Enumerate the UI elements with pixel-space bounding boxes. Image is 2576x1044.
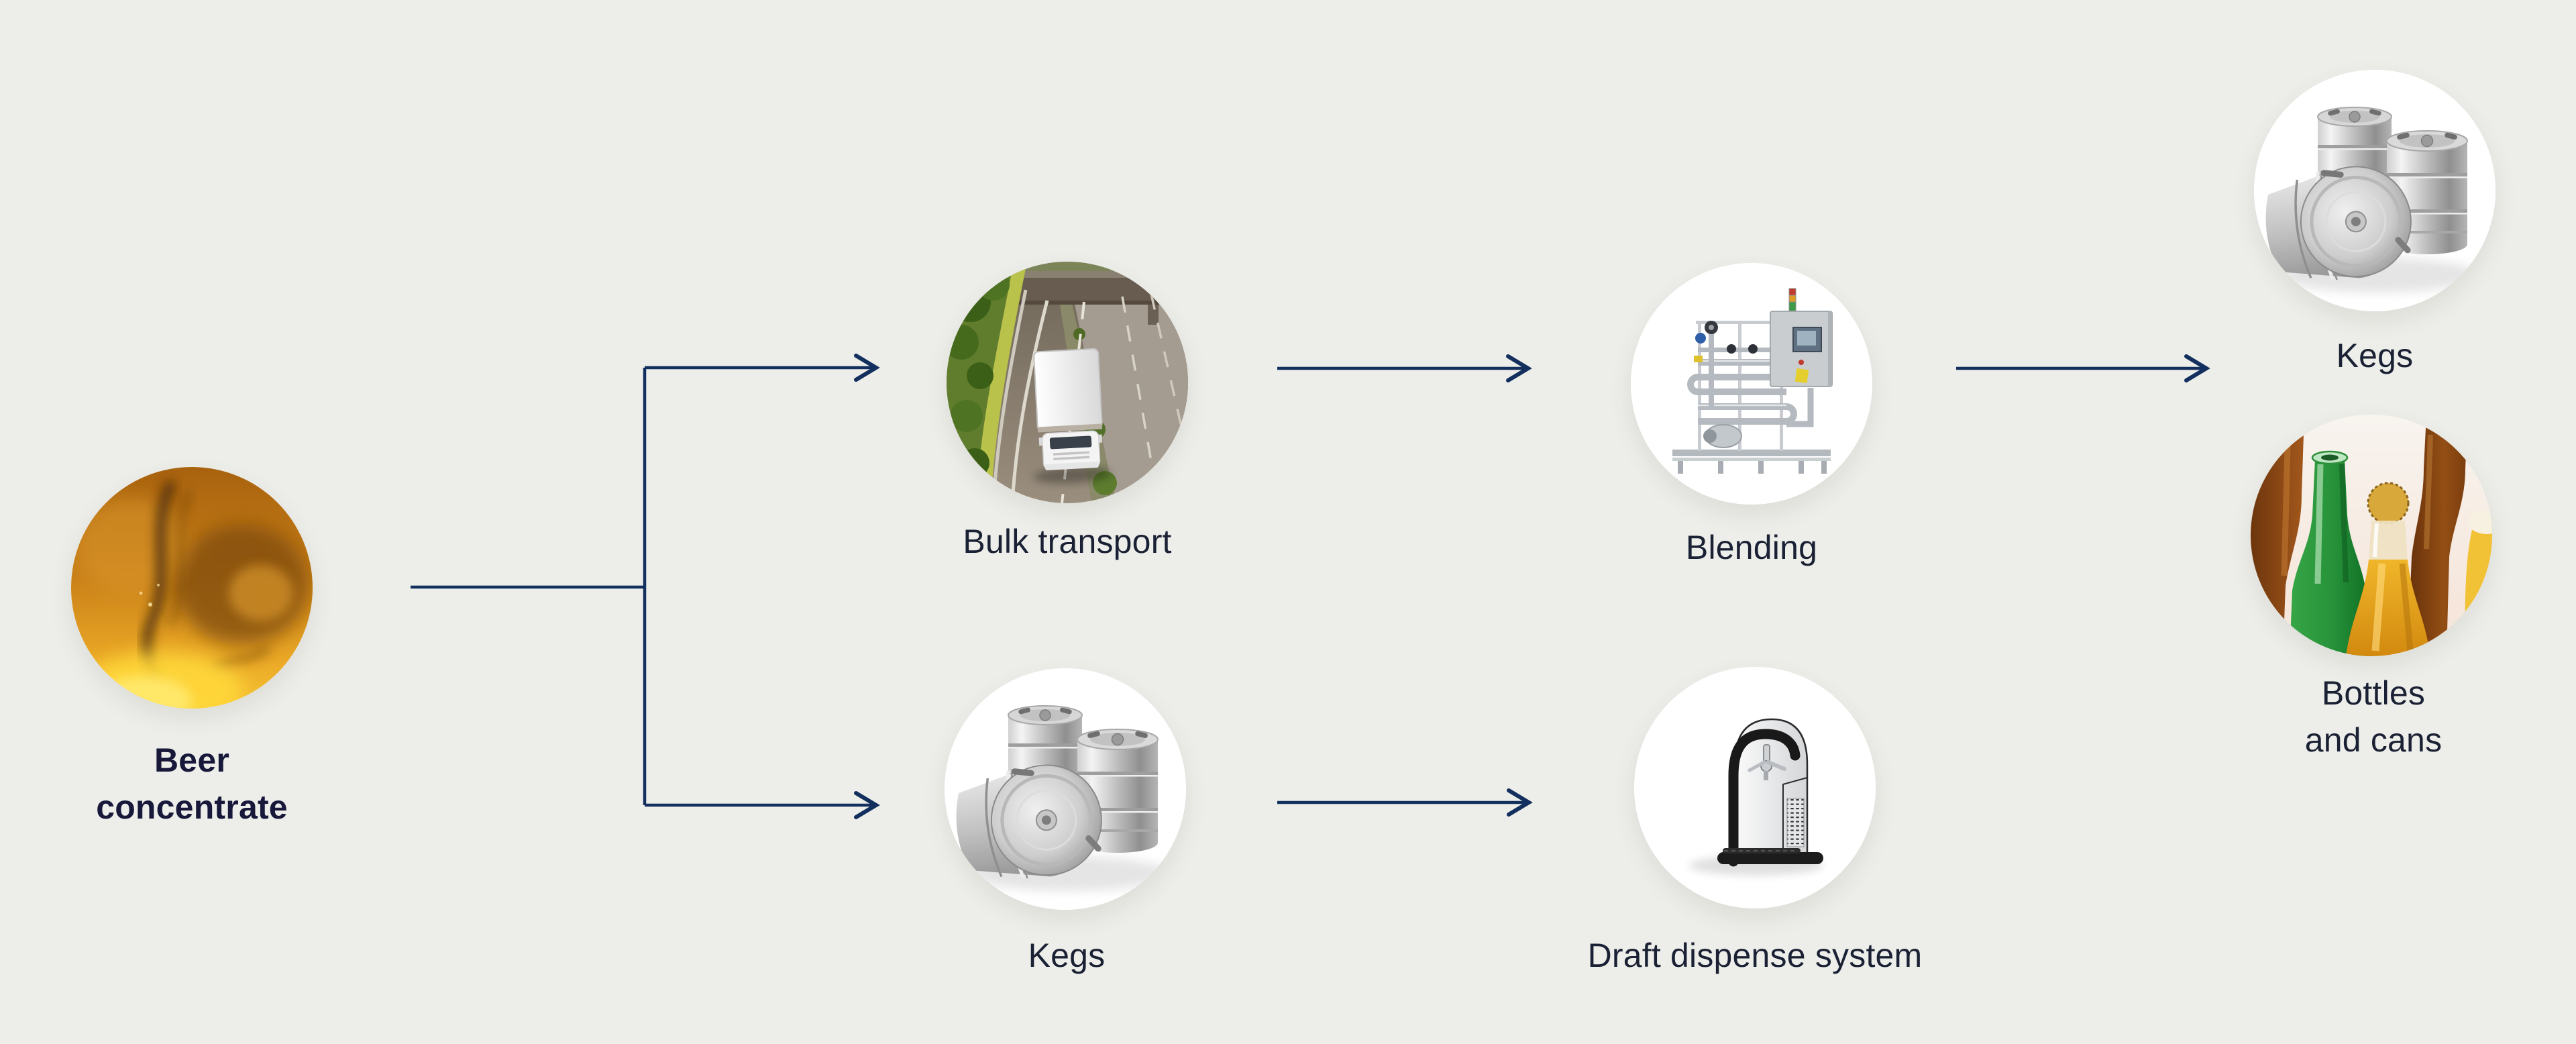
label-kegs-upper: Kegs bbox=[2336, 337, 2414, 374]
draft-dispenser-photo bbox=[1634, 667, 1876, 908]
label-beer-concentrate: Beer concentrate bbox=[96, 737, 288, 831]
label-line: Beer bbox=[154, 741, 229, 779]
steel-kegs-photo bbox=[2254, 70, 2496, 311]
arrowhead-packaging bbox=[2184, 354, 2210, 382]
beer-bottles-photo bbox=[2251, 415, 2492, 656]
label-kegs-lower: Kegs bbox=[1028, 937, 1106, 974]
label-bulk-transport: Bulk transport bbox=[963, 523, 1172, 560]
blending-skid-photo bbox=[1631, 263, 1872, 505]
label-draft-dispense: Draft dispense system bbox=[1587, 937, 1923, 974]
beer-concentrate-photo bbox=[71, 467, 313, 709]
arrowhead-kegs-lower bbox=[854, 791, 880, 819]
label-bottles-cans: Bottles and cans bbox=[2305, 670, 2443, 764]
arrowhead-bulk-transport bbox=[854, 354, 880, 382]
label-line: Bottles bbox=[2321, 674, 2426, 712]
label-line: and cans bbox=[2304, 721, 2443, 759]
arrowhead-draft bbox=[1507, 788, 1533, 817]
steel-kegs-photo bbox=[945, 668, 1186, 910]
arrowhead-blending bbox=[1506, 354, 1532, 382]
truck-highway-photo bbox=[947, 262, 1188, 503]
label-line: concentrate bbox=[96, 788, 288, 826]
label-blending: Blending bbox=[1685, 529, 1818, 566]
